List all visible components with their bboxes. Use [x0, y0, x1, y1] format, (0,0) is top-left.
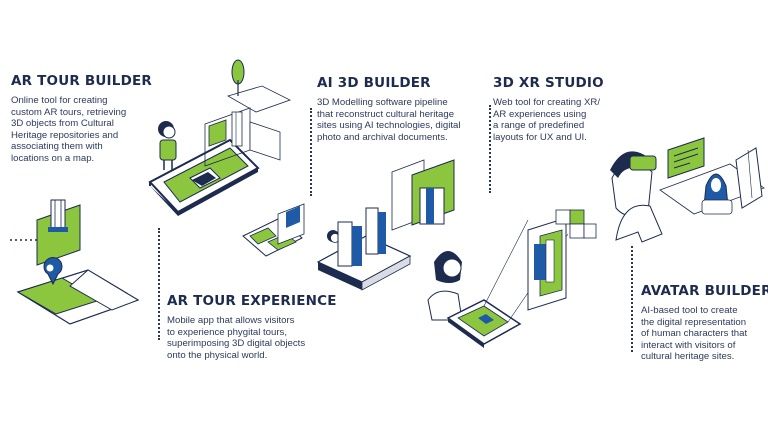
avatar-builder-description: AI-based tool to create the digital repr…: [641, 305, 748, 363]
xr-studio-title: 3D XR STUDIO: [493, 75, 604, 91]
ar-tour-builder-section: AR TOUR BUILDER Online tool for creating…: [11, 73, 152, 165]
connector-xr-studio: [489, 105, 491, 193]
avatar-builder-section: AVATAR BUILDER AI-based tool to create t…: [641, 283, 768, 363]
ai-3d-builder-section: AI 3D BUILDER 3D Modelling software pipe…: [317, 75, 482, 143]
connector-ai-3d: [310, 108, 312, 196]
tablet-illustration: [148, 59, 292, 216]
ai-3d-builder-description: 3D Modelling software pipeline that reco…: [317, 97, 461, 143]
ar-tour-builder-description: Online tool for creating custom AR tours…: [11, 95, 127, 164]
connector-ar-tour-experience: [158, 228, 160, 340]
connector-avatar-builder: [631, 246, 633, 352]
map-pin-illustration: [10, 199, 140, 325]
ar-tour-experience-section: AR TOUR EXPERIENCE Mobile app that allow…: [167, 293, 337, 361]
ai-3d-builder-title: AI 3D BUILDER: [317, 75, 431, 91]
xr-studio-illustration: [427, 209, 597, 348]
xr-studio-description: Web tool for creating XR/ AR experiences…: [493, 97, 601, 143]
ar-tour-experience-title: AR TOUR EXPERIENCE: [167, 293, 337, 309]
avatar-illustration: [610, 137, 765, 243]
ar-tour-experience-description: Mobile app that allows visitors to exper…: [167, 315, 306, 361]
ai-3d-model-illustration: [242, 159, 455, 291]
avatar-builder-title: AVATAR BUILDER: [641, 283, 768, 299]
ar-tour-builder-title: AR TOUR BUILDER: [11, 73, 152, 89]
xr-studio-section: 3D XR STUDIO Web tool for creating XR/ A…: [493, 75, 628, 143]
